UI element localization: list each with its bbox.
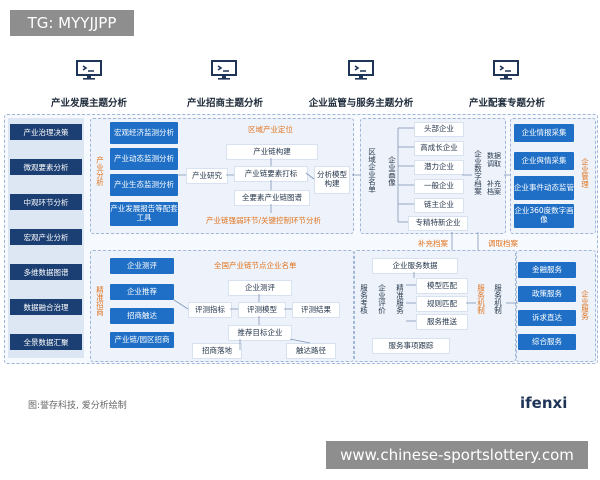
left-item-meso: 中观环节分析 bbox=[10, 194, 82, 210]
national-node-list: 全国产业链节点企业名单 bbox=[214, 261, 297, 270]
caption: 图:誉存科技, 爱分析绘制 bbox=[28, 401, 127, 411]
region-enterprise-list: 区域企业名单 bbox=[367, 148, 377, 193]
sentiment-collection-box: 企业舆情采集 bbox=[514, 152, 574, 170]
left-item-graph: 多维数据图谱 bbox=[10, 264, 82, 280]
monitor-icon bbox=[211, 60, 237, 84]
enterprise-type-chain-leader: 链主企业 bbox=[414, 198, 464, 213]
report-tools-box: 产业发展报告等配套工具 bbox=[110, 202, 178, 226]
archive-call: 调取档案 bbox=[488, 239, 518, 248]
monitor-icon bbox=[348, 60, 374, 84]
enterprise-evaluation: 企业评价 bbox=[377, 284, 387, 314]
precise-service: 精准服务 bbox=[395, 284, 405, 314]
service-mechanism-right: 服务机制 bbox=[493, 284, 503, 314]
recommend-target: 推荐目标企业 bbox=[228, 325, 292, 341]
inv-park-box: 产业链/园区招商 bbox=[110, 332, 174, 348]
inv-reach-box: 招商触达 bbox=[110, 308, 174, 324]
general-service-box: 综合服务 bbox=[518, 334, 576, 350]
model-match: 模型匹配 bbox=[416, 278, 468, 294]
appeal-direct-box: 诉求直达 bbox=[518, 310, 576, 326]
full-element-graph: 全要素产业链图谱 bbox=[234, 190, 310, 206]
header-investment: 产业招商主题分析 bbox=[186, 98, 263, 109]
service-tracking: 服务事项跟踪 bbox=[372, 338, 450, 354]
left-item-governance: 数据融合治理 bbox=[10, 299, 82, 315]
inv-evaluate-node: 企业测评 bbox=[228, 280, 292, 296]
left-item-micro: 微观要素分析 bbox=[10, 159, 82, 175]
enterprise-type-head: 头部企业 bbox=[414, 122, 464, 137]
enterprise-type-specialized: 专精特新企业 bbox=[408, 216, 468, 231]
left-item-aggregation: 全景数据汇聚 bbox=[10, 334, 82, 350]
archive-supplement: 补充档案 bbox=[418, 239, 448, 248]
enterprise-type-growth: 高成长企业 bbox=[414, 141, 464, 156]
watermark-bottom: www.chinese-sportslottery.com bbox=[326, 441, 588, 469]
service-assessment: 服务考核 bbox=[359, 284, 369, 314]
monitor-icon bbox=[493, 60, 519, 84]
service-mechanism-left: 服务机制 bbox=[476, 284, 486, 314]
event-supervision-box: 企业事件动态监管 bbox=[514, 176, 574, 200]
industry-ecology-box: 产业生态监测分析 bbox=[110, 174, 178, 196]
industry-research: 产业研究 bbox=[186, 168, 228, 184]
enterprise-management-title: 企业管理 bbox=[580, 158, 590, 188]
enterprise-type-potential: 潜力企业 bbox=[414, 160, 464, 175]
policy-service-box: 政策服务 bbox=[518, 286, 576, 302]
left-item-decision: 产业治理决策 bbox=[10, 124, 82, 140]
eval-result: 评测结果 bbox=[292, 302, 340, 318]
header-supporting: 产业配套专题分析 bbox=[468, 98, 545, 109]
supplement-label: 补充档案 bbox=[487, 180, 501, 197]
weak-link-analysis: 产业链强弱环节/关键控制环节分析 bbox=[206, 216, 322, 225]
rule-match: 规则匹配 bbox=[416, 296, 468, 312]
monitor-icon bbox=[76, 60, 102, 84]
inv-recommend-box: 企业推荐 bbox=[110, 284, 174, 300]
model-build: 分析模型构建 bbox=[314, 166, 350, 194]
enterprise-digital-file: 企业数字档案 bbox=[473, 150, 483, 195]
eval-metrics: 评测指标 bbox=[188, 302, 232, 318]
investment-landing: 招商落地 bbox=[192, 343, 242, 359]
data-call-label: 数据调取 bbox=[487, 152, 501, 169]
investment-title: 精准招商 bbox=[95, 286, 105, 316]
enterprise-type-general: 一般企业 bbox=[414, 179, 464, 194]
service-push: 服务推送 bbox=[416, 314, 468, 330]
enterprise-profile-panel bbox=[360, 118, 506, 234]
service-data: 企业服务数据 bbox=[372, 258, 458, 274]
industry-analysis-title: 产业分析 bbox=[95, 156, 105, 186]
header-industry-development: 产业发展主题分析 bbox=[50, 98, 127, 109]
region-position: 区域产业定位 bbox=[248, 125, 293, 134]
reach-path: 触达路径 bbox=[286, 343, 336, 359]
enterprise-service-title: 企业服务 bbox=[580, 290, 590, 320]
enterprise-portrait: 企业画像 bbox=[387, 156, 397, 186]
watermark-top: TG: MYYJJPP bbox=[10, 10, 134, 36]
intel-collection-box: 企业情报采集 bbox=[514, 124, 574, 142]
eval-model: 评测模型 bbox=[238, 302, 286, 318]
industry-dynamics-box: 产业动态监测分析 bbox=[110, 148, 178, 170]
ifenxi-logo: ifenxi bbox=[520, 394, 568, 412]
portrait-360-box: 企业360度数字画像 bbox=[514, 204, 574, 228]
inv-evaluate-box: 企业测评 bbox=[110, 258, 174, 274]
left-item-macro: 宏观产业分析 bbox=[10, 229, 82, 245]
finance-service-box: 金融服务 bbox=[518, 262, 576, 278]
header-supervision-service: 企业监管与服务主题分析 bbox=[308, 98, 414, 109]
macro-monitor-box: 宏观经济监测分析 bbox=[110, 122, 178, 144]
chain-build: 产业链构建 bbox=[226, 144, 318, 160]
